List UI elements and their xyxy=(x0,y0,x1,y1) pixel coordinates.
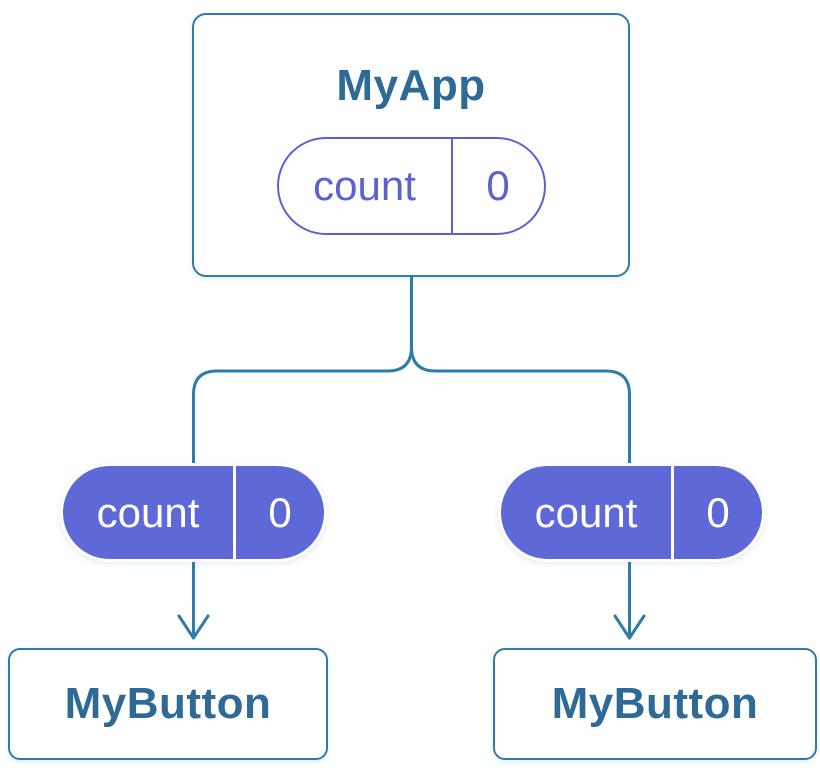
right-child-component-title: MyButton xyxy=(551,679,759,728)
left-prop-pill: count 0 xyxy=(60,463,327,562)
connector-branch-left xyxy=(192,345,413,639)
connector-branch-right xyxy=(410,345,631,639)
prop-pill-label: count xyxy=(63,466,236,559)
left-child-component-card: MyButton xyxy=(8,648,328,760)
root-component-title: MyApp xyxy=(336,61,486,110)
root-component-card: MyApp count 0 xyxy=(192,13,630,277)
state-pill-label: count xyxy=(279,139,453,233)
prop-pill-value: 0 xyxy=(706,488,730,536)
right-prop-pill: count 0 xyxy=(498,463,765,562)
root-state-pill: count 0 xyxy=(276,137,546,235)
state-pill-value: 0 xyxy=(486,162,510,209)
left-child-component-title: MyButton xyxy=(64,679,272,728)
prop-pill-value: 0 xyxy=(268,488,292,536)
prop-pill-label: count xyxy=(501,466,674,559)
right-child-component-card: MyButton xyxy=(493,648,817,760)
arrowhead-left-icon xyxy=(177,614,210,640)
arrowhead-right-icon xyxy=(613,614,646,640)
